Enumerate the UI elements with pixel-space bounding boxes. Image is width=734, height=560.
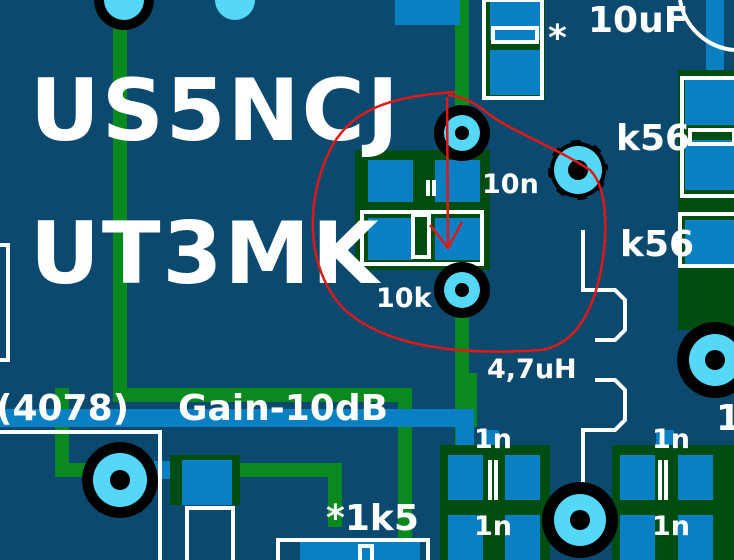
via xyxy=(215,0,255,20)
asterisk-mark: * xyxy=(548,18,567,59)
pad xyxy=(368,218,413,260)
title-us5ncj: US5NCJ xyxy=(30,61,401,161)
label-k56-bottom: k56 xyxy=(620,224,694,265)
via xyxy=(434,105,490,161)
label-1n: 1n xyxy=(652,424,690,455)
via xyxy=(82,442,158,518)
red-arrow-icon xyxy=(429,96,464,251)
via xyxy=(542,482,618,558)
via xyxy=(546,138,610,202)
label-k56-top: k56 xyxy=(616,118,690,159)
via xyxy=(677,322,734,398)
label-gain: Gain-10dB xyxy=(178,388,388,429)
label-4-7uh: 4,7uH xyxy=(487,354,577,385)
label-10uf: 10uF xyxy=(588,0,688,41)
label-edge-1: 1 xyxy=(716,398,734,439)
label-1n: 1n xyxy=(474,511,512,542)
label-1k5: *1k5 xyxy=(326,498,419,539)
label-1n: 1n xyxy=(474,424,512,455)
label-1n: 1n xyxy=(652,511,690,542)
via xyxy=(94,0,154,30)
red-annotation-circle xyxy=(311,90,607,353)
label-10k: 10k xyxy=(376,283,433,314)
title-ut3mk: UT3MK xyxy=(30,204,382,304)
label-4078: (4078) xyxy=(0,388,129,429)
pad xyxy=(368,160,413,202)
label-10n: 10n xyxy=(482,169,539,200)
pad xyxy=(435,160,480,202)
via xyxy=(434,262,490,318)
